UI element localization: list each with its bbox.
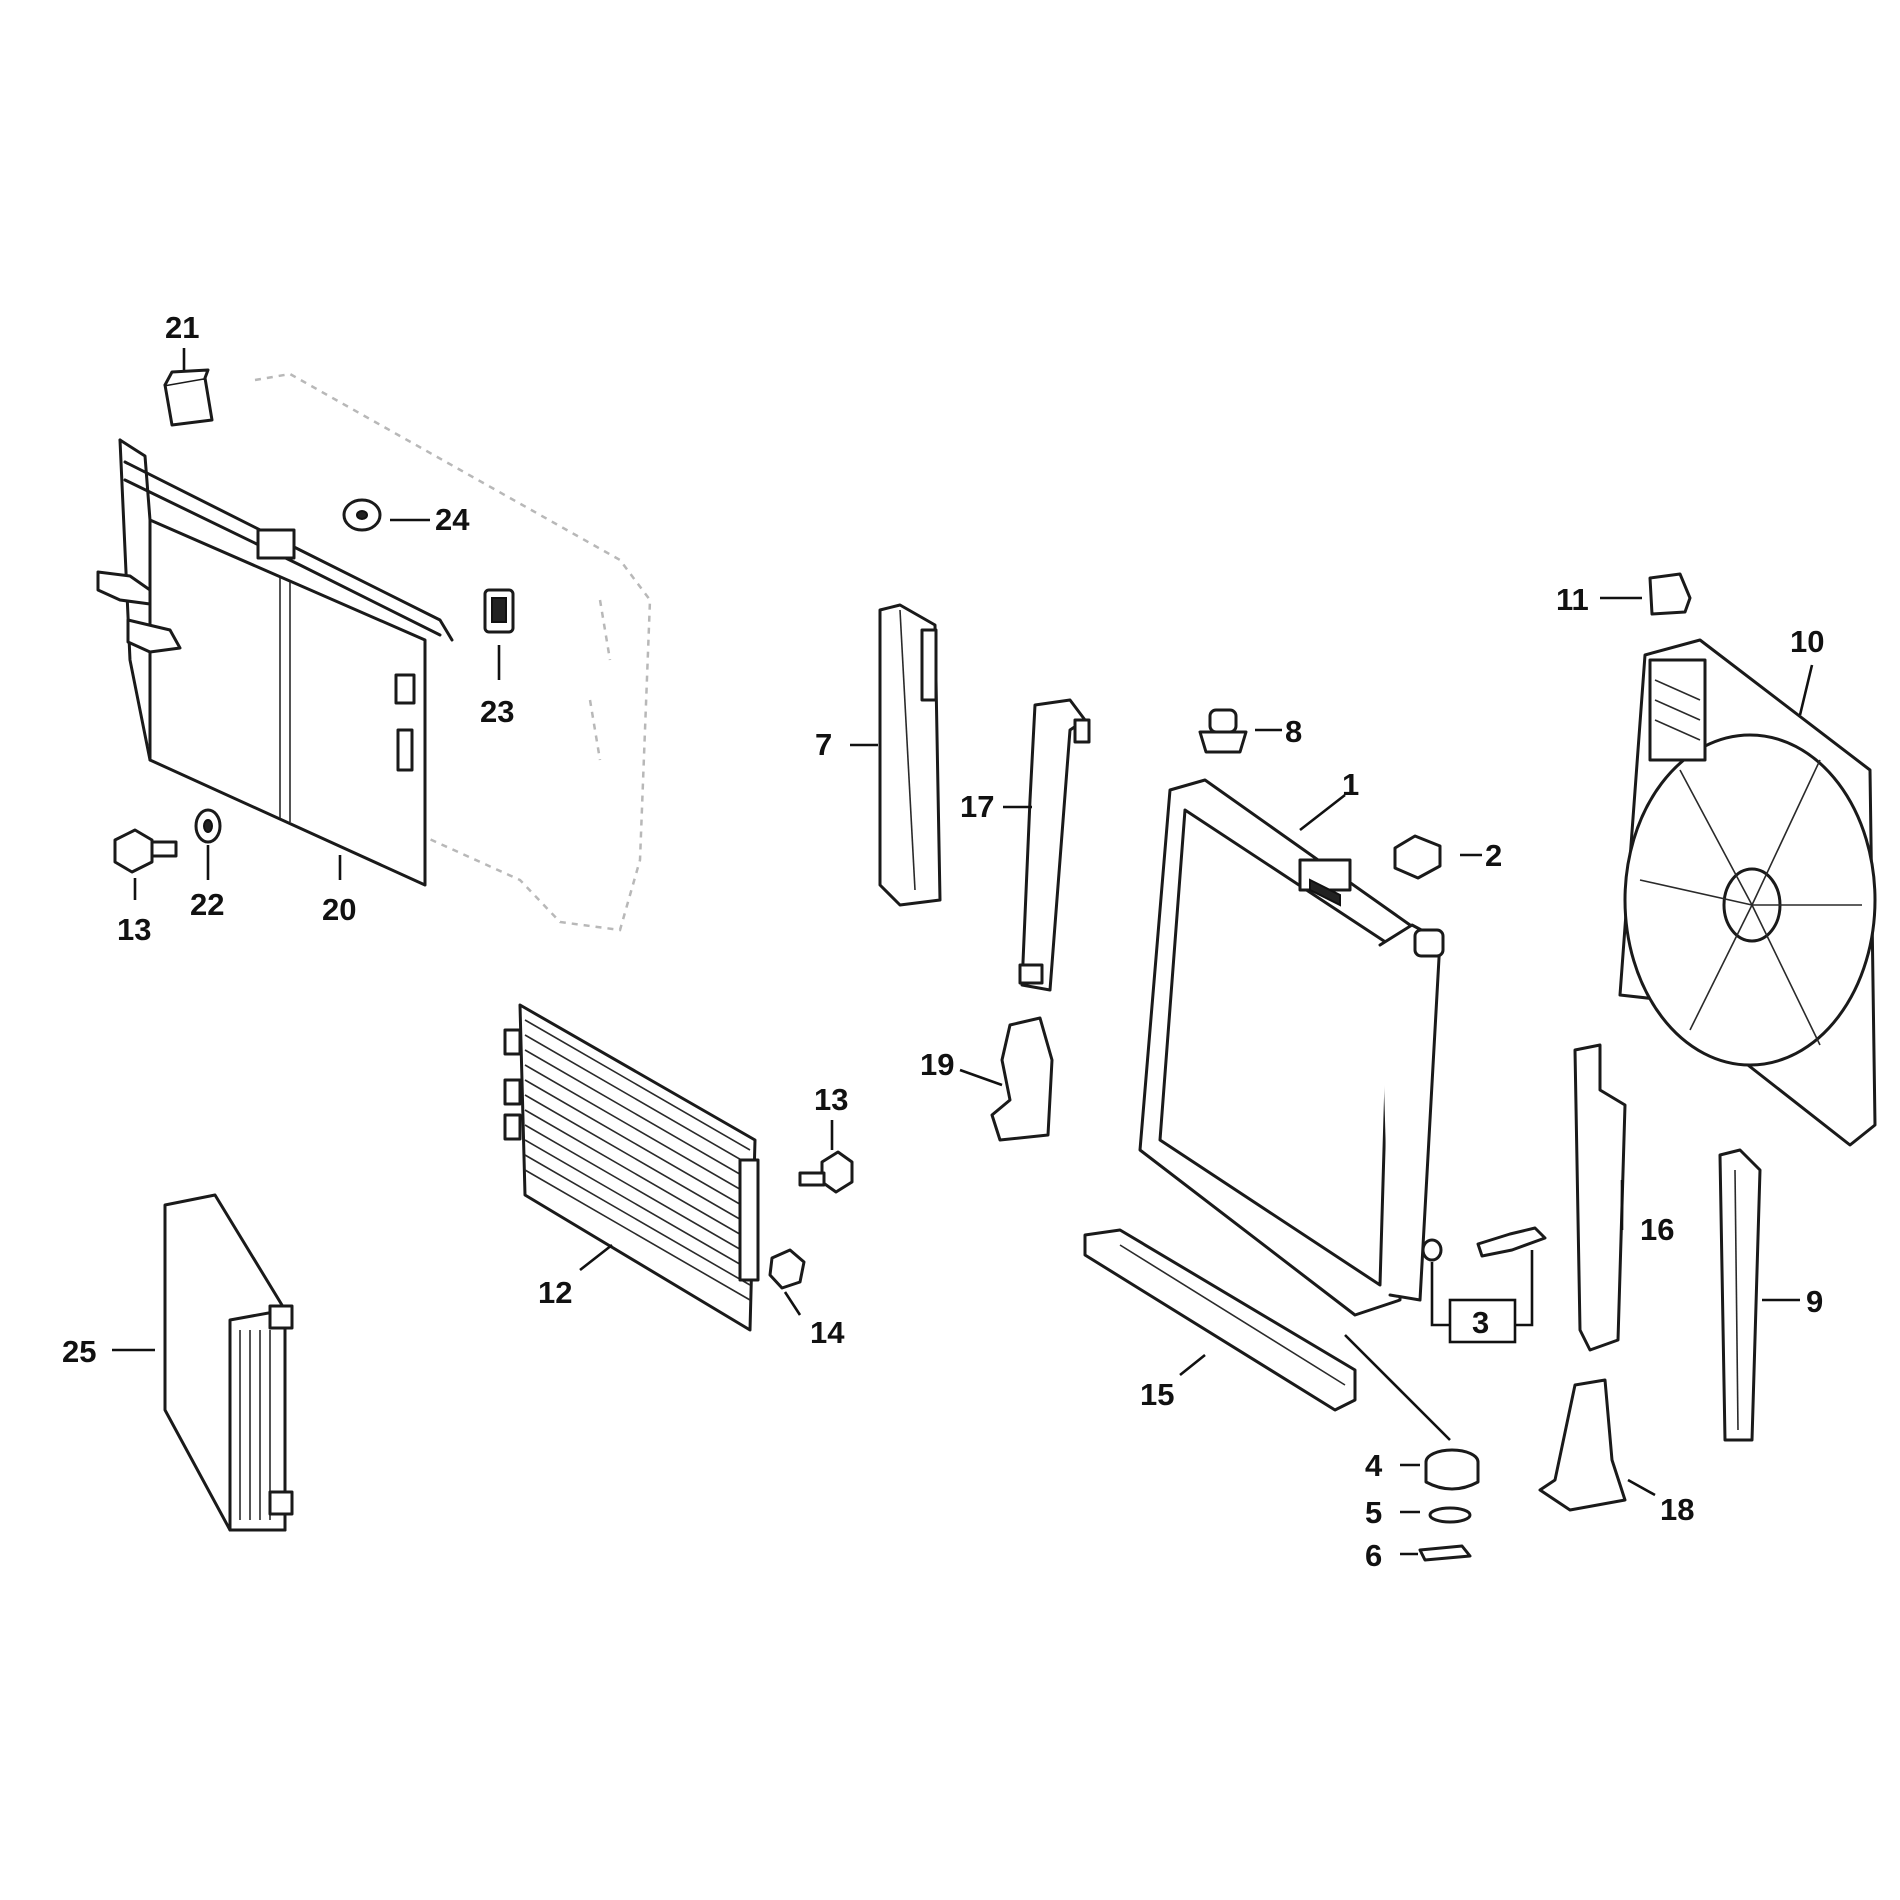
label-8: 8 [1285,714,1302,749]
label-6: 6 [1365,1538,1382,1573]
part-24-washer [342,498,382,532]
label-13-center: 13 [814,1082,848,1117]
part-1-radiator [1138,778,1445,1317]
label-19: 19 [920,1047,954,1082]
label-23: 23 [480,694,514,729]
label-13-left: 13 [117,912,151,947]
part-13-bolt-center [798,1150,854,1194]
label-10: 10 [1790,624,1824,659]
part-11-clip [1648,572,1692,616]
part-4-mount [1424,1448,1480,1491]
part-17-bracket [1018,698,1091,992]
label-20: 20 [322,892,356,927]
label-3: 3 [1472,1305,1489,1340]
label-1: 1 [1342,767,1359,802]
label-25: 25 [62,1334,96,1369]
label-9: 9 [1806,1284,1823,1319]
label-11: 11 [1556,582,1589,617]
part-8-cap [1198,708,1248,754]
part-23-clip [483,588,515,634]
label-15: 15 [1140,1377,1174,1412]
label-22: 22 [190,887,224,922]
part-6-clip [1418,1544,1472,1562]
label-14: 14 [810,1315,845,1350]
label-24: 24 [435,502,470,537]
part-10-fan-shroud [1618,638,1877,1147]
part-7-bracket [878,603,942,907]
label-5: 5 [1365,1495,1382,1530]
part-labels: 21 24 23 13 22 20 25 12 13 14 7 17 19 8 … [62,310,1824,1573]
part-25-oil-cooler [163,1193,294,1532]
part-13-bolt [113,828,178,874]
part-19-bracket [990,1016,1054,1142]
label-2: 2 [1485,838,1502,873]
label-18: 18 [1660,1492,1694,1527]
label-4: 4 [1365,1448,1383,1483]
label-21: 21 [165,310,199,345]
part-2-nut [1393,834,1442,880]
part-22-washer [194,808,222,844]
part-15-lower-shroud [1083,1228,1357,1412]
part-12-condenser [503,1003,760,1332]
label-12: 12 [538,1275,572,1310]
label-16: 16 [1640,1212,1674,1247]
part-21-clip [163,368,214,427]
leader-lines [112,348,1814,1556]
ghost-radiator-outline [254,372,652,932]
part-18-bracket [1538,1378,1627,1512]
label-7: 7 [815,727,832,762]
label-17: 17 [960,789,994,824]
part-16-bracket [1573,1043,1627,1352]
part-9-bracket [1718,1148,1762,1442]
part-14-nut [768,1248,806,1290]
part-20-condenser [96,438,454,887]
part-5-washer [1428,1506,1472,1524]
part-3-drain-plug [1421,1226,1547,1262]
